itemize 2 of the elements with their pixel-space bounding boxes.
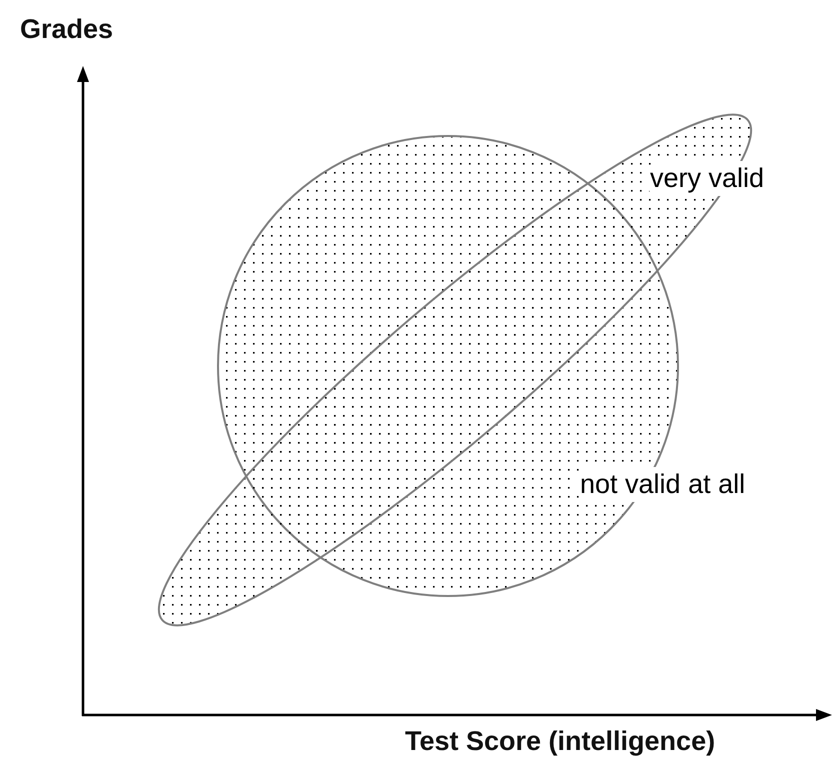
axis-title: Test Score (intelligence) xyxy=(405,726,716,757)
axis-title: Grades xyxy=(20,14,114,45)
